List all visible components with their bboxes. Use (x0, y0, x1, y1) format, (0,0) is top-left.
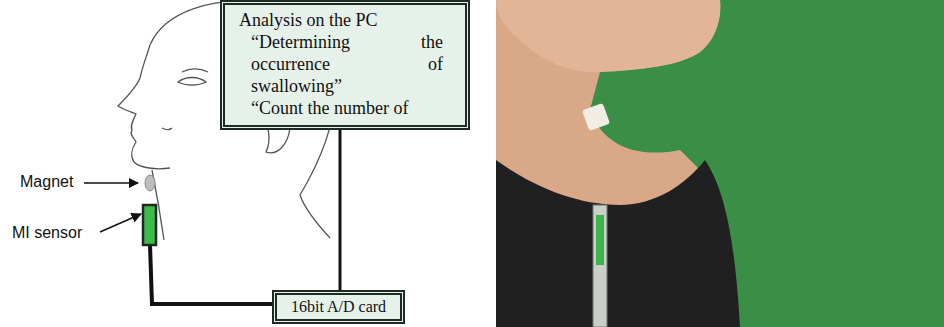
leader-arrow (100, 214, 141, 232)
device-box: 16bit A/D card (272, 290, 405, 324)
box-heading: 16bit A/D card (291, 297, 386, 317)
part-label: MI sensor (12, 224, 82, 242)
sensor-cable (150, 245, 272, 304)
mi-sensor (143, 205, 156, 245)
box-text: “Count the number of (239, 97, 443, 119)
photo (496, 0, 944, 327)
signal-line (339, 130, 342, 290)
process-box: Analysis on the PC“Determining the occur… (220, 0, 470, 130)
part-label: Magnet (20, 173, 73, 191)
box-heading: Analysis on the PC (239, 9, 443, 31)
magnet (145, 175, 155, 191)
box-text: “Determining the occurrence of swallowin… (239, 31, 443, 97)
leader-arrow (84, 182, 138, 184)
